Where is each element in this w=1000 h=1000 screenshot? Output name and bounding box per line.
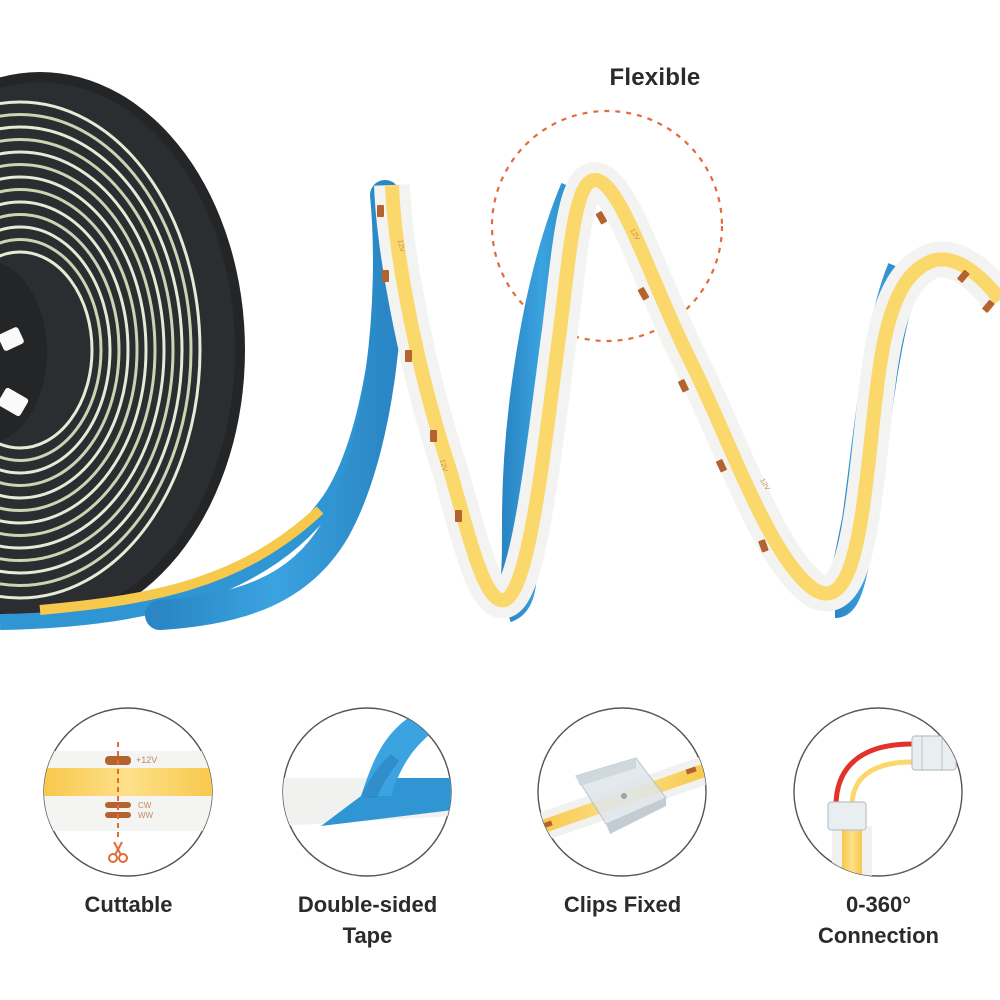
reel-coil: [0, 150, 166, 550]
reel-coil: [0, 213, 121, 487]
feature-label-line: 0-360°: [845, 892, 912, 917]
feature-label: Clips Fixed: [515, 889, 730, 920]
led-strip-reel: [0, 72, 393, 630]
connector-icon: [793, 707, 963, 877]
scissors-icon: [108, 841, 128, 863]
flexible-callout-circle: [490, 109, 724, 343]
led-strip: 12V 12V 12V 12V: [374, 162, 1000, 619]
tape-icon: [282, 707, 452, 877]
feature-label: Double-sided Tape: [260, 889, 475, 951]
reel-coil: [0, 125, 184, 575]
reel-coil: [0, 138, 175, 562]
feature-label-line: Cuttable: [84, 892, 173, 917]
strip-mark: 12V: [396, 239, 405, 253]
reel-coil: [0, 113, 193, 587]
reel-coil: [0, 225, 112, 475]
feature-label-line: Connection: [818, 923, 939, 948]
strip-mark: 12V: [438, 459, 448, 473]
feature-label-line: Double-sided: [297, 892, 438, 917]
cut-mark-ww: WW: [138, 811, 154, 820]
cut-mark-12v: +12V: [136, 755, 157, 765]
hero-illustration: 12V 12V 12V 12V: [0, 72, 1000, 630]
reel-coil: [0, 200, 130, 500]
reel-coil: [0, 238, 103, 462]
reel-coil: [0, 175, 148, 525]
feature-label: 0-360° Connection: [771, 889, 986, 951]
clip-icon: [537, 707, 707, 877]
feature-label-line: Tape: [342, 923, 393, 948]
feature-label: Cuttable: [21, 889, 236, 920]
reel-coil: [0, 163, 157, 537]
feature-label-line: Clips Fixed: [563, 892, 682, 917]
reel-coils: [0, 100, 202, 600]
flexible-label: Flexible: [609, 64, 701, 91]
reel-coil: [0, 250, 94, 450]
reel-coil: [0, 100, 202, 600]
reel-coil: [0, 188, 139, 512]
cut-mark-cw: CW: [138, 801, 152, 810]
cuttable-illustration: +12V CW WW: [43, 707, 213, 877]
